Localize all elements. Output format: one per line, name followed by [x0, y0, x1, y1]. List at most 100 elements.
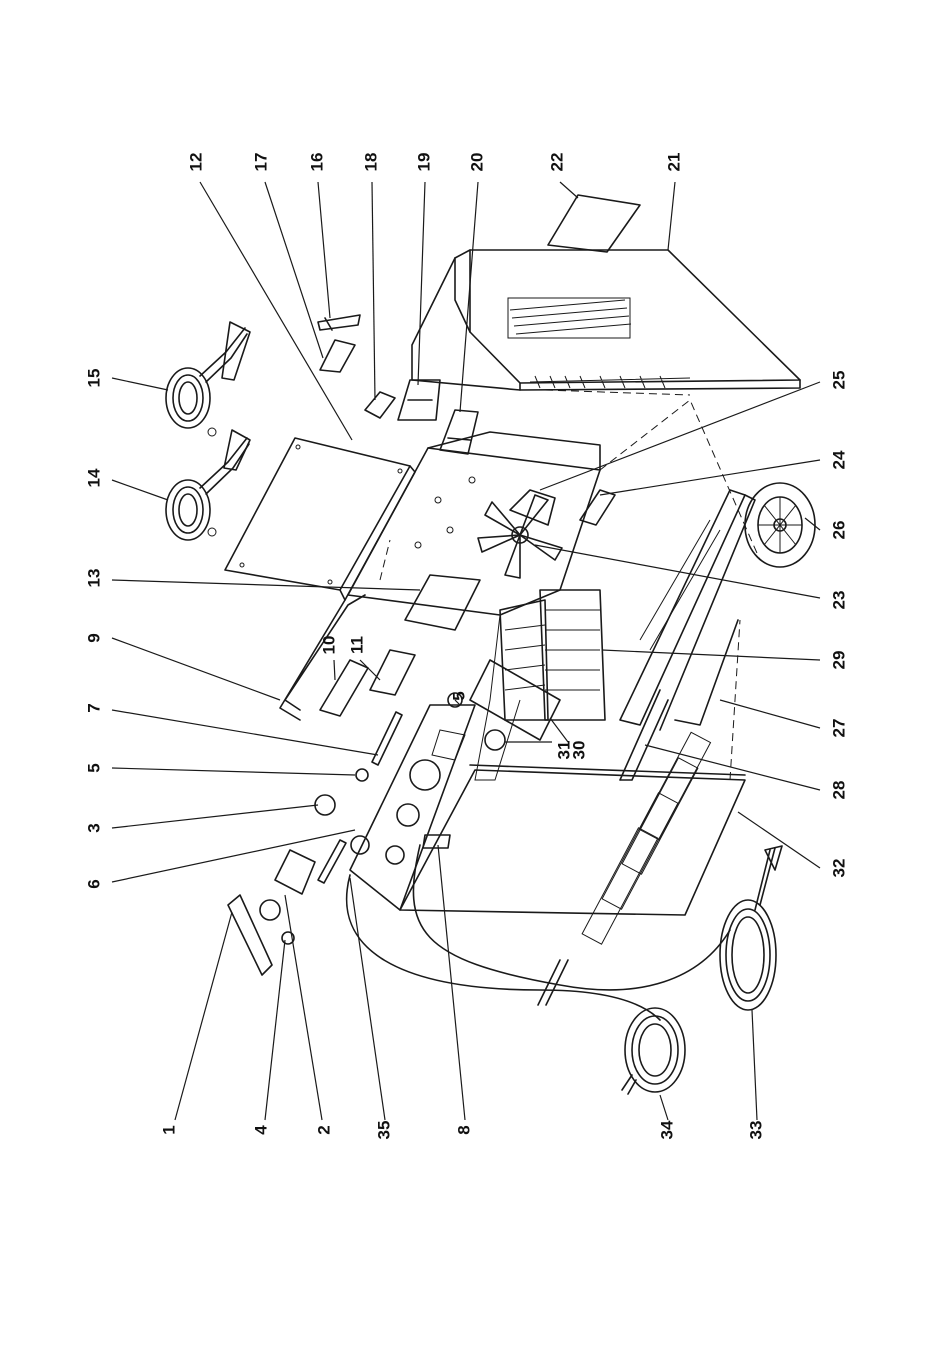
part-bracket-13 [405, 575, 480, 630]
part-switch-19 [398, 380, 440, 420]
callout-label-17: 17 [251, 153, 270, 172]
leader-line [460, 182, 478, 412]
callout-label-2: 2 [314, 1125, 333, 1134]
callout-label-1: 1 [159, 1125, 178, 1134]
leader-line [560, 182, 578, 198]
callout-label-4: 4 [251, 1125, 270, 1135]
callout-label-18: 18 [361, 153, 380, 172]
part-meter-2 [275, 850, 315, 894]
leader-line [112, 480, 168, 500]
callout-label-12: 12 [186, 153, 205, 172]
part-transformer [500, 590, 605, 720]
part-fitting-17 [320, 340, 355, 372]
part-fan [478, 495, 562, 578]
leader-line [418, 182, 425, 385]
part-handle-1 [228, 895, 272, 975]
callout-label-31: 31 [554, 741, 573, 760]
leader-line [112, 830, 355, 882]
callout-label-22: 22 [547, 153, 566, 172]
leader-line [175, 912, 232, 1120]
leader-line [265, 182, 323, 358]
leader-line [112, 710, 378, 755]
callout-label-13: 13 [84, 569, 103, 588]
leader-line [265, 940, 285, 1120]
part-wheel [745, 483, 815, 567]
part-screw-35 [318, 840, 346, 883]
leader-line [600, 460, 820, 495]
callout-label-34: 34 [657, 1120, 676, 1139]
callout-label-32: 32 [829, 859, 848, 878]
callout-label-26: 26 [829, 521, 848, 540]
callout-label-14: 14 [84, 468, 103, 487]
part-bracket-18 [365, 392, 395, 418]
callout-label-3: 3 [84, 823, 103, 832]
callout-label-23: 23 [829, 591, 848, 610]
leader-line [645, 745, 820, 790]
leader-line [350, 878, 385, 1120]
leader-line [112, 378, 168, 390]
callout-label-35: 35 [374, 1121, 393, 1140]
callout-label-16: 16 [307, 153, 326, 172]
leader-line [438, 845, 465, 1120]
callout-label-5: 5 [449, 691, 468, 700]
leader-line [752, 1010, 757, 1120]
callout-label-5: 5 [84, 763, 103, 772]
leader-line [720, 700, 820, 728]
part-knob-6 [351, 836, 369, 854]
leader-line [660, 1095, 668, 1120]
callout-label-27: 27 [829, 719, 848, 738]
part-main-body [400, 732, 745, 944]
leader-line [112, 805, 318, 828]
leader-line [334, 660, 335, 680]
leader-line [285, 895, 322, 1120]
part-chassis [348, 432, 600, 780]
part-cable-clamp-14 [166, 430, 250, 540]
part-plate-22 [548, 195, 640, 252]
part-control-panel [350, 705, 475, 910]
leader-line [668, 182, 675, 250]
callout-label-7: 7 [84, 703, 103, 712]
leader-line [318, 182, 330, 318]
part-terminal-10 [320, 660, 368, 716]
part-front-panel [225, 438, 415, 600]
callout-label-24: 24 [829, 450, 848, 469]
leader-line [805, 518, 820, 530]
part-socket-31 [485, 730, 505, 750]
part-block-11 [370, 650, 415, 695]
callout-label-20: 20 [467, 153, 486, 172]
part-nut-5a [356, 769, 368, 781]
callout-label-10: 10 [319, 636, 338, 655]
leader-line [540, 382, 820, 490]
callout-label-9: 9 [84, 633, 103, 642]
callout-label-29: 29 [829, 651, 848, 670]
part-relay-20 [440, 410, 478, 454]
callout-label-8: 8 [454, 1125, 473, 1134]
part-fan-bracket [580, 490, 615, 525]
parts-drawing [166, 195, 815, 1094]
part-cable-clamp-15 [166, 322, 250, 436]
leader-line [602, 650, 820, 660]
callout-label-21: 21 [664, 153, 683, 172]
leader-line [112, 580, 420, 590]
part-fitting-16 [318, 315, 360, 330]
cover-vents [508, 298, 631, 338]
callout-label-25: 25 [829, 371, 848, 390]
callout-label-11: 11 [347, 636, 366, 654]
callout-label-6: 6 [84, 879, 103, 888]
body-vents [582, 732, 710, 944]
callout-label-33: 33 [746, 1121, 765, 1140]
part-carry-handle [280, 595, 365, 720]
leader-line [550, 718, 568, 742]
part-base-frame [620, 490, 755, 730]
callout-label-19: 19 [414, 153, 433, 172]
part-bolt-7 [372, 712, 402, 765]
leader-line [738, 812, 820, 868]
leader-line [112, 768, 355, 775]
part-knob-2 [260, 900, 280, 920]
part-cover-panel [412, 250, 800, 390]
leader-line [112, 638, 280, 700]
leader-line [372, 182, 375, 400]
callout-label-28: 28 [829, 781, 848, 800]
